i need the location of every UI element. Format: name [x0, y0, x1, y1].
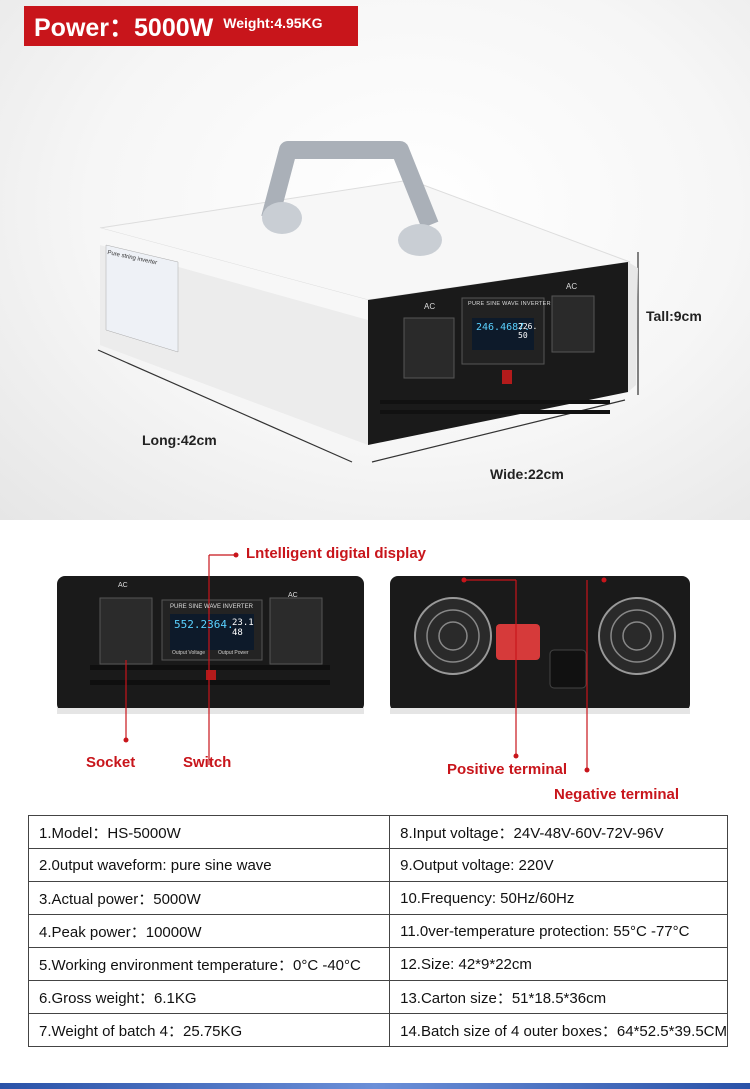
hero-display-values: 246.4687. [476, 322, 531, 333]
callout-socket: Socket [86, 754, 136, 771]
spec-cell-right: 13.Carton size：51*18.5*36cm [389, 980, 728, 1014]
tall-dimension-label: Tall:9cm [646, 308, 702, 324]
power-label: Power：5000W [34, 14, 214, 42]
front-display-values: 552.2364. [174, 618, 234, 631]
callout-positive: Positive terminal [447, 761, 568, 778]
spec-cell-right: 10.Frequency: 50Hz/60Hz [389, 881, 728, 915]
spec-cell-left: 2.0utput waveform: pure sine wave [27, 848, 391, 882]
inverter-hero-image [97, 141, 639, 463]
spec-cell-right: 9.Output voltage: 220V [389, 848, 728, 882]
power-banner: Power：5000W Weight:4.95KG [24, 6, 358, 46]
spec-cell-left: 4.Peak power：10000W [27, 914, 391, 948]
callout-switch: Switch [183, 754, 232, 771]
callout-negative: Negative terminal [554, 786, 680, 803]
spec-cell-right: 11.0ver-temperature protection: 55°C -77… [389, 914, 728, 948]
callout-display: Lntelligent digital display [246, 545, 427, 562]
wide-dimension-label: Wide:22cm [490, 466, 564, 482]
hero-ac-left: AC [424, 302, 436, 311]
spec-cell-left: 1.Model：HS-5000W [27, 815, 391, 849]
front-out-voltage: Output Voltage [172, 650, 206, 656]
front-ac-left: AC [118, 582, 128, 589]
negative-terminal-cap [549, 649, 587, 689]
spec-row: 5.Working environment temperature：0°C -4… [27, 947, 728, 981]
fan-right [598, 597, 676, 675]
hero-socket-left [403, 317, 455, 379]
hero-socket-right [551, 295, 595, 353]
spec-cell-left: 5.Working environment temperature：0°C -4… [27, 947, 391, 981]
hero-switch [502, 370, 512, 384]
spec-cell-right: 14.Batch size of 4 outer boxes：64*52.5*3… [389, 1013, 728, 1047]
front-out-power: Output Power [218, 650, 249, 656]
front-panel-title: PURE SINE WAVE INVERTER [170, 604, 253, 610]
front-switch [206, 668, 216, 682]
long-dimension-line [97, 349, 353, 463]
hero-ac-right: AC [566, 282, 578, 291]
positive-terminal-cap [496, 624, 540, 660]
weight-label: Weight:4.95KG [223, 15, 323, 31]
spec-cell-right: 12.Size: 42*9*22cm [389, 947, 728, 981]
front-rear-views [57, 552, 690, 773]
front-ac-right: AC [288, 592, 298, 599]
spec-cell-left: 3.Actual power：5000W [27, 881, 391, 915]
hero-panel-title: PURE SINE WAVE INVERTER [468, 301, 551, 307]
spec-sticker [105, 244, 179, 353]
front-socket-left [99, 597, 153, 665]
fan-left [414, 597, 492, 675]
front-socket-right [269, 597, 323, 665]
hero-display-secondary: 226.50 [518, 322, 538, 340]
long-dimension-label: Long:42cm [142, 432, 217, 448]
spec-cell-right: 8.Input voltage：24V-48V-60V-72V-96V [389, 815, 728, 849]
spec-cell-left: 7.Weight of batch 4：25.75KG [27, 1013, 391, 1047]
bottom-bar [0, 1083, 750, 1089]
spec-cell-left: 6.Gross weight：6.1KG [27, 980, 391, 1014]
carry-handle [261, 141, 439, 229]
